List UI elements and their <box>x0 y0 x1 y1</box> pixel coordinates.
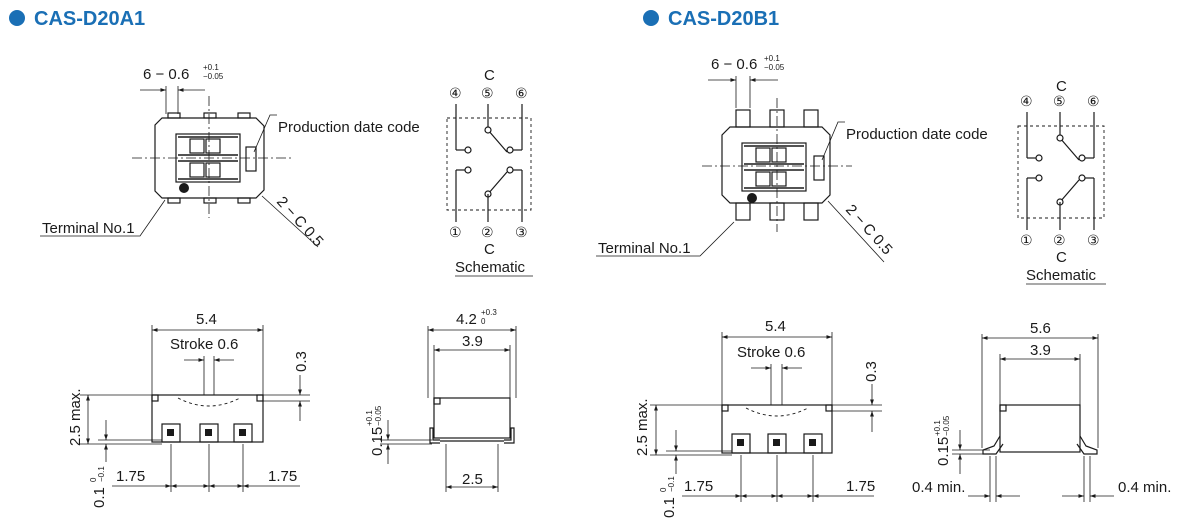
thickness-tol-lower: −0.05 <box>942 415 951 436</box>
pitch-dim-label: 6 − 0.6 <box>711 56 757 73</box>
top-view: 6 − 0.6 +0.1 −0.05 Produc <box>596 54 988 263</box>
date-code-label: Production date code <box>278 119 420 136</box>
panel-title: CAS-D20B1 <box>668 8 779 30</box>
package-outline <box>154 117 265 199</box>
thickness-tol-upper: +0.1 <box>933 420 942 436</box>
schematic-terminal-4: ④ <box>1020 94 1033 110</box>
schematic-terminal-6: ⑥ <box>1087 94 1100 110</box>
left-pitch-label: 1.75 <box>116 468 145 485</box>
schematic-c-top: C <box>484 67 495 84</box>
terminal-no1-label: Terminal No.1 <box>598 240 691 257</box>
terminal-1-marker <box>747 193 757 203</box>
stroke-label: Stroke 0.6 <box>170 336 238 353</box>
right-pitch-label: 1.75 <box>268 468 297 485</box>
base-tol-lower: −0.1 <box>97 466 106 482</box>
panel-title: CAS-D20A1 <box>34 8 145 30</box>
height-label: 2.5 max. <box>634 398 651 456</box>
schematic-terminal-5: ⑤ <box>481 86 494 102</box>
schematic-c-bottom: C <box>1056 249 1067 266</box>
schematic-c-top: C <box>1056 78 1067 95</box>
panel-cas-d20a1: CAS-D20A1 6 − 0.6 +0.1 −0.05 <box>9 8 533 508</box>
gap-label: 0.3 <box>863 361 880 382</box>
gap-label: 0.3 <box>293 351 310 372</box>
front-view: 5.4 Stroke 0.6 0.3 2.5 max. <box>634 318 882 518</box>
date-code-label: Production date code <box>846 126 988 143</box>
side-body <box>999 404 1081 453</box>
schematic-terminal-1: ① <box>1020 233 1033 249</box>
title-bullet-icon <box>643 10 659 26</box>
stroke-label: Stroke 0.6 <box>737 344 805 361</box>
terminal-1-marker <box>179 183 189 193</box>
schematic-label: Schematic <box>455 259 526 276</box>
schematic-terminal-2: ② <box>481 225 494 241</box>
schematic-terminal-5: ⑤ <box>1053 94 1066 110</box>
side-body <box>433 397 511 439</box>
pitch-tol-lower: −0.05 <box>764 63 785 72</box>
schematic-terminal-3: ③ <box>515 225 528 241</box>
body-length-label: 3.9 <box>1030 342 1051 359</box>
base-label: 0.1 <box>91 487 108 508</box>
schematic: C ④ ⑤ ⑥ ① <box>1017 78 1106 285</box>
schematic-terminal-6: ⑥ <box>515 86 528 102</box>
thickness-label: 0.15 <box>935 437 952 466</box>
terminal-no1-label: Terminal No.1 <box>42 220 135 237</box>
package-outline <box>721 126 831 204</box>
thickness-label: 0.15 <box>369 427 386 456</box>
base-tol-lower: −0.1 <box>667 476 676 492</box>
pitch-tol-upper: +0.1 <box>764 54 780 63</box>
thickness-tol-upper: +0.1 <box>365 410 374 426</box>
overall-length-label: 5.6 <box>1030 320 1051 337</box>
overall-tol-lower: 0 <box>481 317 486 326</box>
lead-span-label: 2.5 <box>462 471 483 488</box>
left-pitch-label: 1.75 <box>684 478 713 495</box>
chamfer-label: 2 − C 0.5 <box>842 201 896 258</box>
side-view: 5.6 3.9 0.15 +0.1 −0.05 0.4 min. <box>912 320 1171 502</box>
height-label: 2.5 max. <box>67 388 84 446</box>
front-width-label: 5.4 <box>765 318 786 335</box>
front-width-label: 5.4 <box>196 311 217 328</box>
schematic-label: Schematic <box>1026 267 1097 284</box>
base-label: 0.1 <box>661 497 678 518</box>
left-min-label: 0.4 min. <box>912 479 965 496</box>
schematic-terminal-3: ③ <box>1087 233 1100 249</box>
schematic-terminal-1: ① <box>449 225 462 241</box>
panel-cas-d20b1: CAS-D20B1 6 − 0.6 +0.1 −0.05 <box>596 8 1171 518</box>
pitch-tol-lower: −0.05 <box>203 72 224 81</box>
schematic-terminal-2: ② <box>1053 233 1066 249</box>
right-pitch-label: 1.75 <box>846 478 875 495</box>
base-tol-upper: 0 <box>659 487 668 492</box>
overall-tol-upper: +0.3 <box>481 308 497 317</box>
front-view: 5.4 Stroke 0.6 0.3 2.5 max. <box>67 311 310 508</box>
title-bullet-icon <box>9 10 25 26</box>
right-min-label: 0.4 min. <box>1118 479 1171 496</box>
top-view: 6 − 0.6 +0.1 −0.05 Produc <box>40 63 420 250</box>
schematic-c-bottom: C <box>484 241 495 258</box>
schematic-terminal-4: ④ <box>449 86 462 102</box>
body-length-label: 3.9 <box>462 333 483 350</box>
pitch-dim-label: 6 − 0.6 <box>143 66 189 83</box>
schematic: C ④ ⑤ ⑥ ① <box>446 67 533 277</box>
pitch-tol-upper: +0.1 <box>203 63 219 72</box>
thickness-tol-lower: −0.05 <box>374 405 383 426</box>
overall-length-label: 4.2 <box>456 311 477 328</box>
base-tol-upper: 0 <box>89 477 98 482</box>
side-view: 4.2 +0.3 0 3.9 0.15 +0.1 −0.05 2.5 <box>365 308 517 492</box>
chamfer-label: 2 − C 0.5 <box>273 193 327 250</box>
